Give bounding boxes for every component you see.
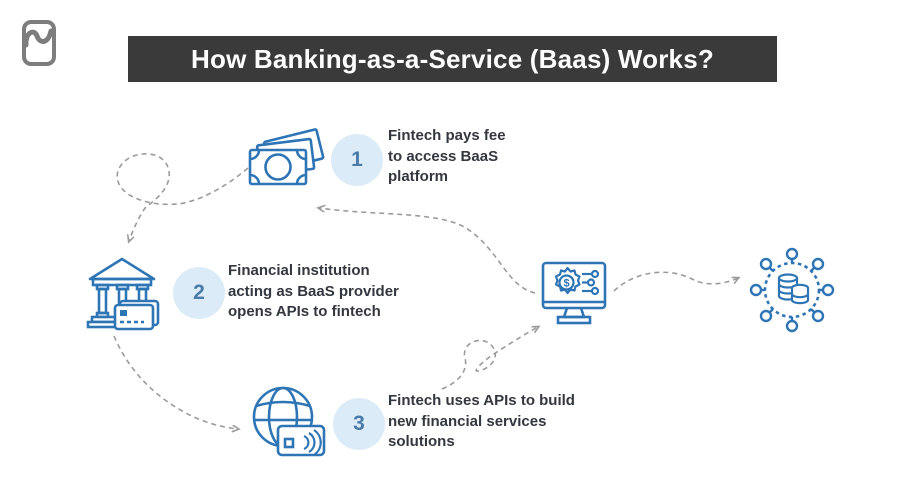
- arrow-globe-to-monitor: [441, 327, 538, 390]
- arrow-monitor-to-services: [613, 271, 738, 292]
- arrow-bank-to-globe: [113, 335, 238, 429]
- step-1-line-1: Fintech pays fee: [388, 127, 506, 144]
- step-2-line-3: opens APIs to fintech: [228, 303, 381, 320]
- step-1-text: Fintech pays fee to access BaaS platform: [388, 126, 506, 188]
- step-3-badge: 3: [333, 398, 385, 450]
- step-3-line-3: solutions: [388, 433, 455, 450]
- dollar-glyph: $: [563, 278, 569, 290]
- step-2-text: Financial institution acting as BaaS pro…: [228, 261, 399, 323]
- page-title: How Banking-as-a-Service (Baas) Works?: [191, 43, 714, 74]
- step-3-line-1: Fintech uses APIs to build: [388, 392, 575, 409]
- step-3-number: 3: [353, 412, 365, 435]
- distributed-data-icon: [748, 246, 836, 334]
- step-2-number: 2: [193, 281, 205, 304]
- bank-building-icon: [84, 251, 164, 333]
- step-3-text: Fintech uses APIs to build new financial…: [388, 391, 575, 453]
- monitor-gear-api-icon: $: [540, 260, 608, 328]
- brand-logo-icon: [18, 18, 62, 68]
- step-2-line-1: Financial institution: [228, 262, 370, 279]
- step-2-badge: 2: [173, 267, 225, 319]
- arrow-fintech-to-bank: [116, 153, 249, 241]
- step-1-badge: 1: [331, 134, 383, 186]
- step-1-line-3: platform: [388, 168, 448, 185]
- step-1-number: 1: [351, 148, 363, 171]
- globe-payment-card-icon: [246, 384, 326, 458]
- banknotes-icon: [246, 126, 326, 192]
- step-1-line-2: to access BaaS: [388, 147, 499, 165]
- step-2-line-2: acting as BaaS provider: [228, 282, 399, 300]
- step-3-line-2: new financial services: [388, 412, 547, 430]
- title-bar: How Banking-as-a-Service (Baas) Works?: [128, 36, 777, 82]
